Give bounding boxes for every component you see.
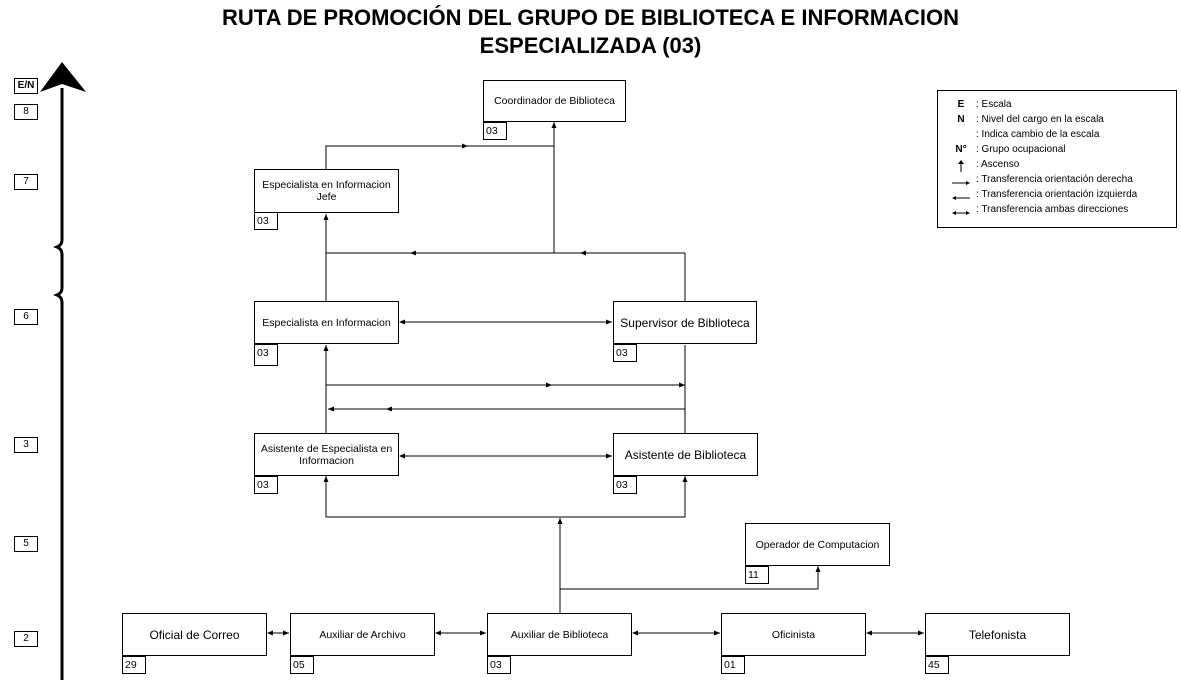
group-code: 03 bbox=[254, 212, 278, 230]
position-asistente-especialista: Asistente de Especialista en Informacion bbox=[254, 433, 399, 476]
legend: E : Escala N : Nivel del cargo en la esc… bbox=[937, 90, 1177, 228]
level-marker-5: 5 bbox=[14, 536, 38, 552]
level-marker-3: 3 bbox=[14, 437, 38, 453]
group-code: 03 bbox=[487, 656, 511, 674]
level-marker-8: 8 bbox=[14, 104, 38, 120]
axis-arrowhead-icon bbox=[40, 62, 86, 92]
position-label: Especialista en Informacion Jefe bbox=[262, 179, 391, 203]
position-especialista-jefe: Especialista en Informacion Jefe bbox=[254, 169, 399, 213]
group-code: 03 bbox=[613, 344, 637, 362]
legend-row: : Ascenso bbox=[938, 159, 1178, 174]
group-code: 03 bbox=[483, 122, 507, 140]
position-label: Coordinador de Biblioteca bbox=[494, 95, 615, 107]
legend-symbol: N bbox=[957, 114, 965, 125]
ascend-arrow-icon bbox=[958, 160, 964, 172]
position-label: Supervisor de Biblioteca bbox=[620, 315, 750, 330]
scale-header: E/N bbox=[14, 78, 38, 94]
legend-row: : Transferencia ambas direcciones bbox=[938, 204, 1178, 219]
legend-text: : Transferencia ambas direcciones bbox=[976, 204, 1129, 215]
left-arrow-icon bbox=[952, 196, 970, 200]
group-code: 03 bbox=[254, 344, 278, 366]
diagram-title-line1: RUTA DE PROMOCIÓN DEL GRUPO DE BIBLIOTEC… bbox=[221, 5, 959, 30]
both-arrow-icon bbox=[952, 211, 970, 215]
legend-text: : Transferencia orientación derecha bbox=[976, 174, 1133, 185]
position-oficial-correo: Oficial de Correo bbox=[122, 613, 267, 656]
position-telefonista: Telefonista bbox=[925, 613, 1070, 656]
group-code: 03 bbox=[613, 476, 637, 494]
legend-text: : Ascenso bbox=[976, 159, 1020, 170]
legend-text: : Grupo ocupacional bbox=[976, 144, 1066, 155]
scale-axis bbox=[40, 62, 86, 680]
diagram-title-line2: ESPECIALIZADA (03) bbox=[479, 33, 702, 58]
legend-symbol: N° bbox=[955, 144, 967, 155]
legend-text: : Escala bbox=[976, 99, 1012, 110]
position-oficinista: Oficinista bbox=[721, 613, 866, 656]
position-label: Auxiliar de Biblioteca bbox=[510, 628, 609, 641]
legend-row: N : Nivel del cargo en la escala bbox=[938, 114, 1178, 129]
legend-text: : Indica cambio de la escala bbox=[976, 129, 1100, 140]
legend-row: : Transferencia orientación izquierda bbox=[938, 189, 1178, 204]
position-label: Especialista en Informacion bbox=[262, 316, 391, 329]
position-label: Asistente de Especialista en Informacion bbox=[260, 442, 393, 467]
legend-row: : Transferencia orientación derecha bbox=[938, 174, 1178, 189]
legend-row: : Indica cambio de la escala bbox=[938, 129, 1178, 144]
position-label: Oficinista bbox=[771, 628, 816, 641]
group-code: 01 bbox=[721, 656, 745, 674]
right-arrow-icon bbox=[952, 181, 970, 185]
group-code: 45 bbox=[925, 656, 949, 674]
legend-row: E : Escala bbox=[938, 99, 1178, 114]
position-label: Operador de Computacion bbox=[755, 538, 880, 551]
position-supervisor: Supervisor de Biblioteca bbox=[613, 301, 757, 344]
position-auxiliar-biblioteca: Auxiliar de Biblioteca bbox=[487, 613, 632, 656]
level-marker-7: 7 bbox=[14, 174, 38, 190]
position-label: Auxiliar de Archivo bbox=[319, 628, 406, 641]
legend-row: N° : Grupo ocupacional bbox=[938, 144, 1178, 159]
position-auxiliar-archivo: Auxiliar de Archivo bbox=[290, 613, 435, 656]
position-especialista-informacion: Especialista en Informacion bbox=[254, 301, 399, 344]
group-code: 11 bbox=[745, 566, 769, 584]
position-label: Oficial de Correo bbox=[149, 627, 240, 642]
level-marker-6: 6 bbox=[14, 309, 38, 325]
position-label: Asistente de Biblioteca bbox=[624, 447, 747, 462]
position-label: Telefonista bbox=[968, 627, 1027, 642]
group-code: 03 bbox=[254, 476, 278, 494]
level-marker-2: 2 bbox=[14, 631, 38, 647]
legend-text: : Transferencia orientación izquierda bbox=[976, 189, 1138, 200]
legend-text: : Nivel del cargo en la escala bbox=[976, 114, 1104, 125]
position-coordinador: Coordinador de Biblioteca bbox=[483, 80, 626, 122]
position-asistente-biblioteca: Asistente de Biblioteca bbox=[613, 433, 758, 476]
position-operador: Operador de Computacion bbox=[745, 523, 890, 566]
legend-symbol: E bbox=[957, 99, 965, 110]
group-code: 05 bbox=[290, 656, 314, 674]
group-code: 29 bbox=[122, 656, 146, 674]
